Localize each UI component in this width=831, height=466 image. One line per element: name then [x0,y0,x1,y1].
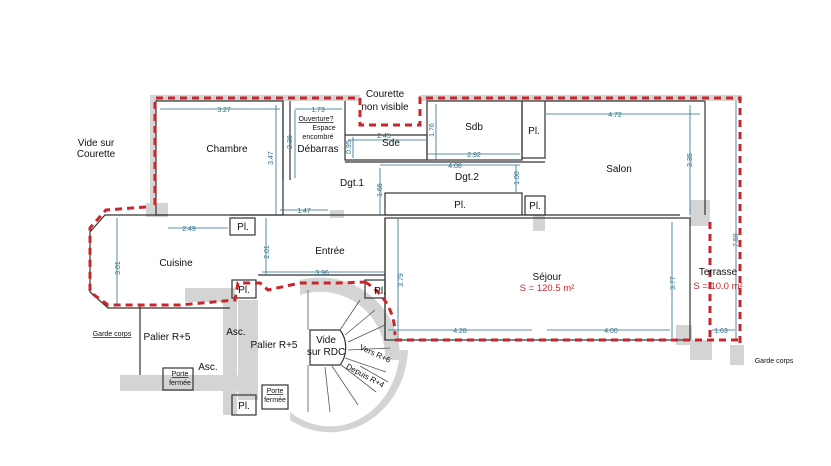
garde-corps-label-2: Garde corps [755,358,794,365]
placard-label: Pl. [529,201,541,212]
vide-courette-label-2: Courette [77,149,116,160]
placard-label: Pl. [454,200,466,211]
walls [120,95,744,433]
dim-label: 4.08 [448,163,462,170]
vide-courette-label: Vide sur [78,138,115,149]
porte-label: Porte [172,371,189,378]
dim-label: 1.65 [377,183,384,197]
dim-label: 2.92 [467,152,481,159]
espace-note-2: encombré [302,134,333,141]
room-chambre: Chambre [206,144,248,155]
dim-label: 4.72 [608,112,622,119]
dim-label: 0.95 [346,140,353,154]
staircase [324,299,391,413]
room-salon: Salon [606,164,632,175]
espace-note: Espace [312,125,335,132]
room-debarras: Débarras [297,144,338,155]
room-cuisine: Cuisine [159,258,193,269]
dim-label: 3.77 [670,276,677,290]
dim-label: 3.27 [217,107,231,114]
dim-label: 1.76 [429,123,436,137]
placard-label: Pl. [238,401,250,412]
room-sejour: Séjour [533,272,563,283]
vide-rdc-label-2: sur RDC [307,347,345,358]
placard-label: Pl. [374,286,386,297]
porte-label-2: fermée [169,380,191,387]
ouverture-note: Ouverture? [298,116,333,123]
dim-label: 1.73 [311,107,325,114]
room-sdb: Sdb [465,122,483,133]
room-entree: Entrée [315,246,345,257]
palier-label-2: Palier R+5 [251,340,298,351]
room-sde: Sde [382,138,400,149]
porte-label: Porte [267,388,284,395]
dim-label: 2.38 [287,135,294,149]
dim-label: 4.28 [453,328,467,335]
dim-label: 4.00 [604,328,618,335]
dim-label: 3.79 [398,273,405,287]
dim-label: 3.96 [315,270,329,277]
courette-label-2: non visible [361,102,409,113]
sejour-area: S = 120.5 m² [520,283,575,294]
room-terrasse: Terrasse [699,267,738,278]
vide-rdc-label: Vide [316,335,336,346]
dim-label: 1.63 [714,328,728,335]
terrasse-area: S = 10.0 m² [693,281,742,292]
asc-label: Asc. [226,327,245,338]
placard-label: Pl. [237,222,249,233]
dim-label: 2.01 [264,245,271,259]
dim-label: 1.00 [514,171,521,185]
dim-label: 3.01 [115,261,122,275]
placard-label: Pl. [528,126,540,137]
garde-corps-label: Garde corps [93,331,132,338]
dimension-labels: 3.27 1.73 3.47 2.38 2.45 0.95 1.76 2.92 … [115,107,740,335]
dimension-lines [116,101,737,340]
palier-label: Palier R+5 [144,332,191,343]
dim-label: 3.35 [687,153,694,167]
dim-label: 1.47 [297,208,311,215]
dim-label: 3.47 [268,151,275,165]
dim-label: 7.59 [733,233,740,247]
room-dgt2: Dgt.2 [455,172,479,183]
courette-label: Courette [366,89,405,100]
room-dgt1: Dgt.1 [340,178,364,189]
dim-label: 2.49 [182,226,196,233]
porte-label-2: fermée [264,397,286,404]
depuis-label: Depuis R+4 [345,362,387,390]
dim-label: 2.45 [377,133,391,140]
placard-label: Pl. [238,285,250,296]
interior-walls [89,100,706,416]
apartment-boundary [88,96,742,345]
asc-label-2: Asc. [198,362,217,373]
